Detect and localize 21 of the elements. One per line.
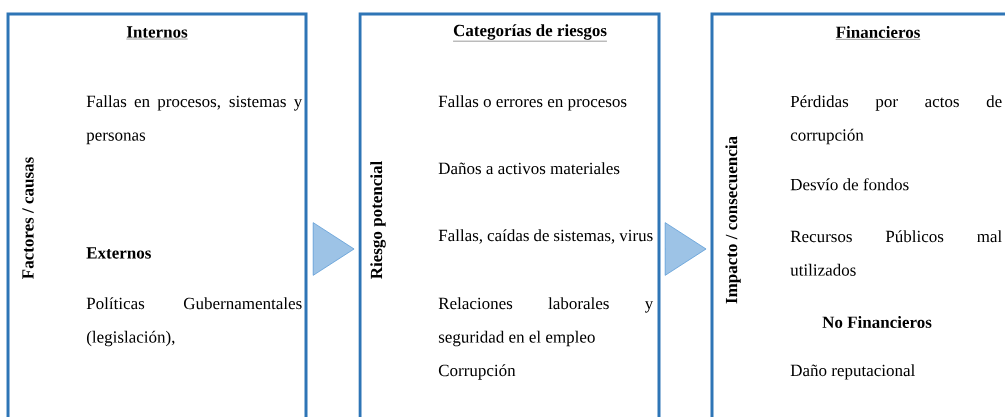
body-text: Pérdidas por actos de corrupción: [790, 95, 1002, 145]
vertical-label: Factores / causas: [22, 157, 34, 279]
chevron-arrow: [312, 222, 355, 276]
heading: Categorías de riesgos: [452, 24, 608, 42]
subheading: No Financieros: [822, 316, 932, 328]
vertical-label: Impacto / consecuencia: [725, 136, 741, 304]
body-text: Corrupción: [438, 364, 516, 380]
heading: Internos: [126, 26, 188, 40]
body-text: Fallas o errores en procesos: [438, 95, 627, 111]
body-text: Relaciones laborales y seguridad en el empleo: [438, 297, 654, 347]
vertical-label: Riesgo potencial: [370, 161, 386, 279]
body-text: Fallas, caídas de sistemas, virus: [438, 229, 653, 244]
body-text: Fallas en procesos, sistemas y personas: [86, 95, 303, 145]
body-text: Daño reputacional: [790, 364, 915, 380]
subheading: Externos: [86, 247, 151, 259]
body-text: Daños a activos materiales: [438, 162, 620, 175]
body-text: Desvío de fondos: [790, 178, 909, 191]
heading: Financieros: [835, 26, 921, 40]
body-text: Recursos Públicos mal utilizados: [790, 230, 1002, 276]
body-text: Políticas Gubernamentales (legislación),: [86, 297, 302, 347]
chevron-arrow: [664, 222, 707, 276]
